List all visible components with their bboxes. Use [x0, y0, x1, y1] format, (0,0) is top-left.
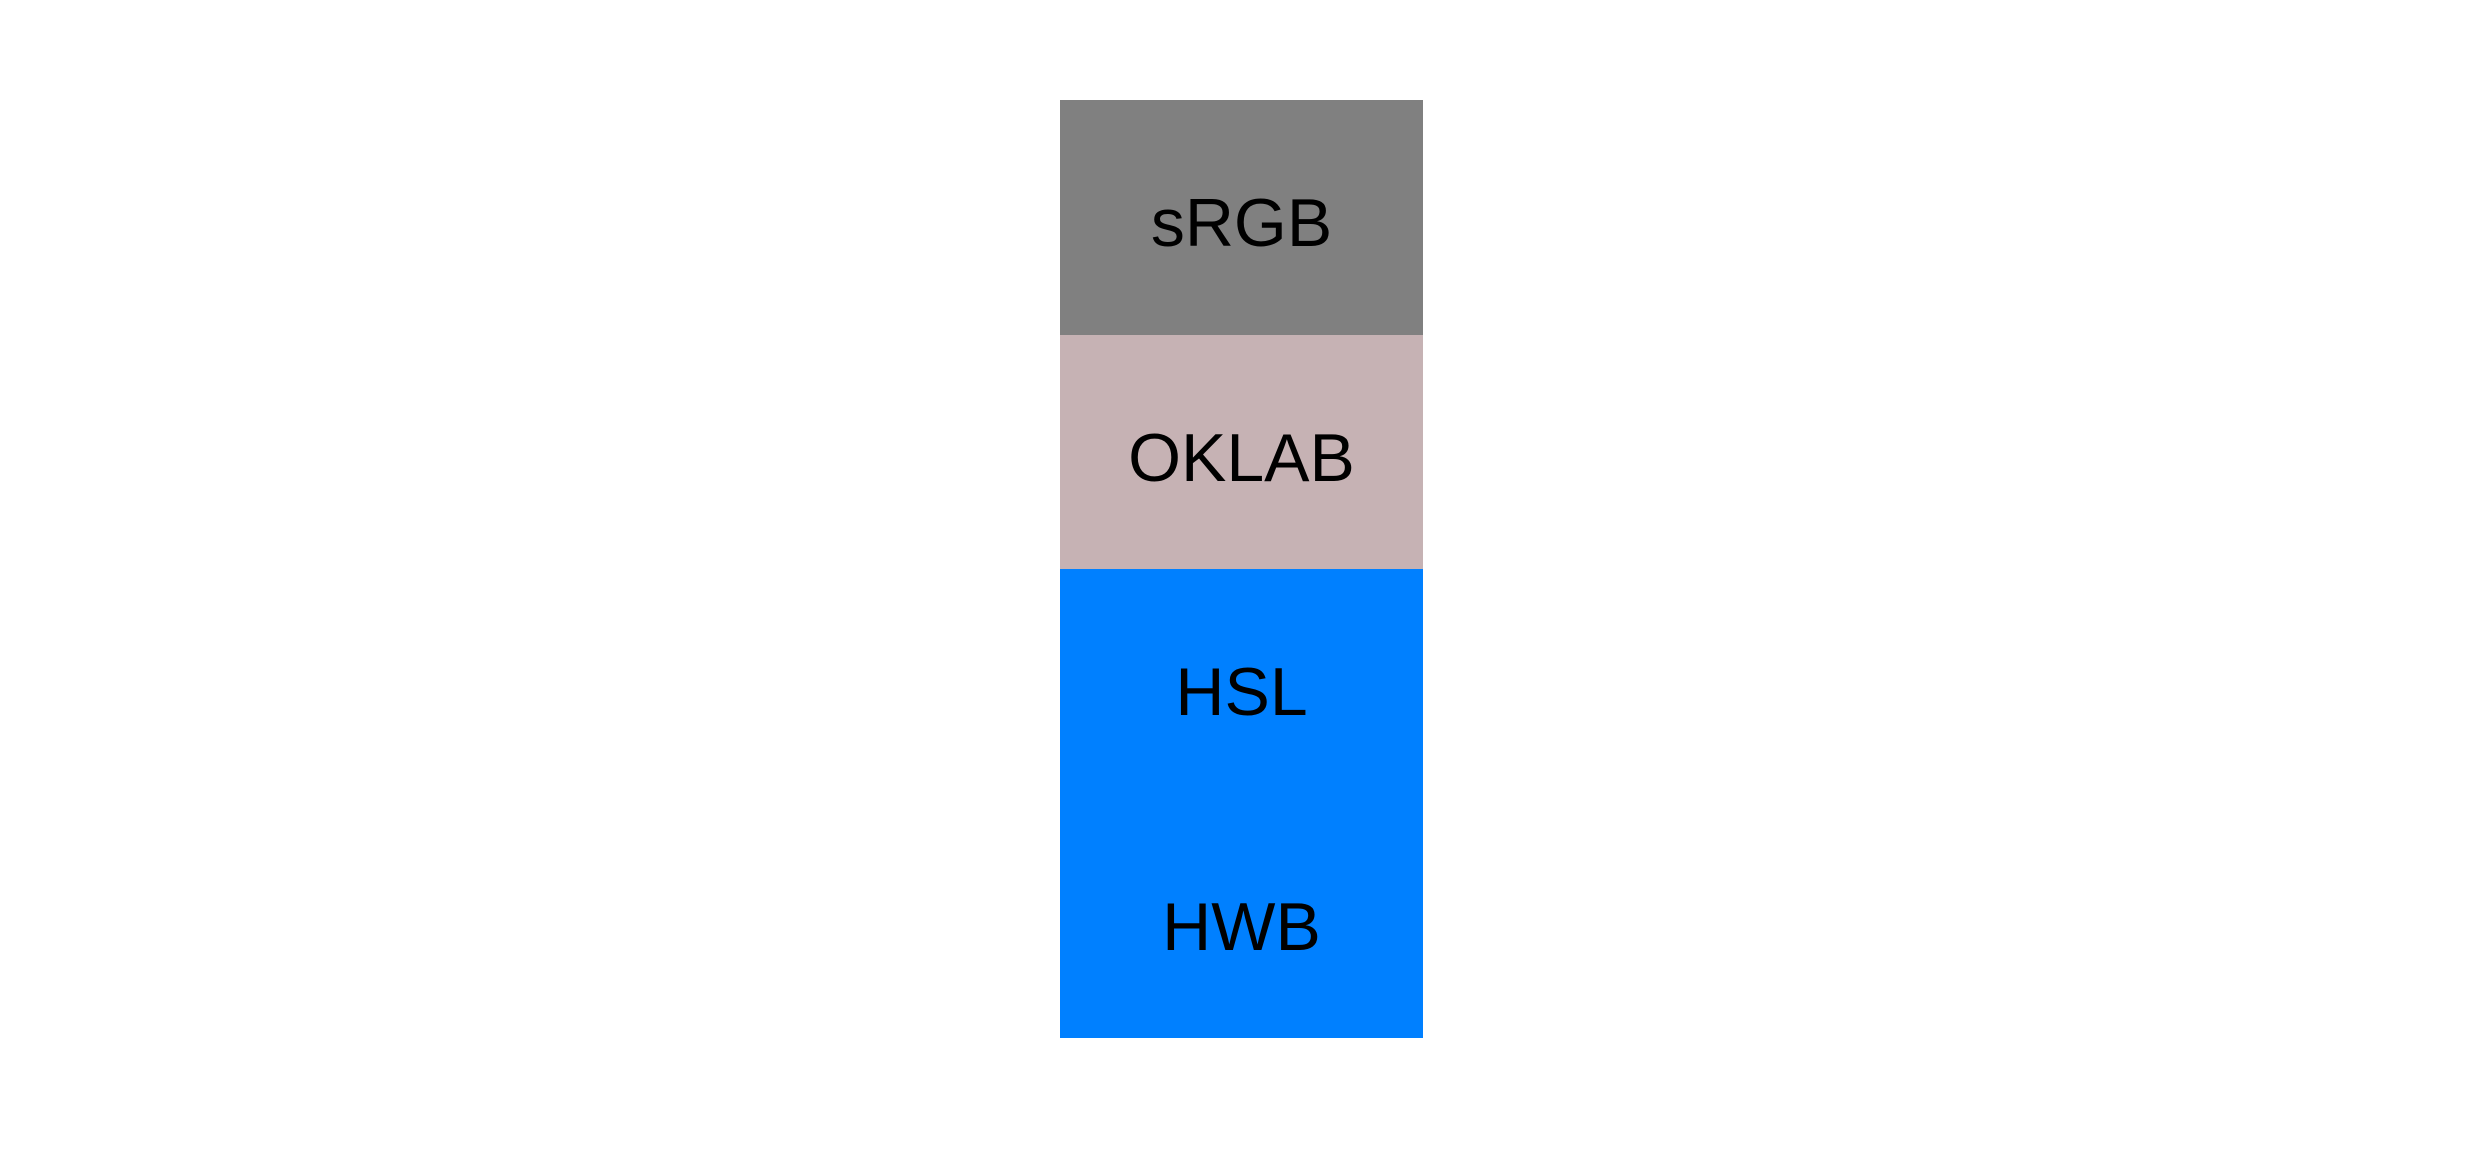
- swatch-hsl[interactable]: HSL: [1060, 569, 1423, 804]
- swatch-label-oklab: OKLAB: [1128, 419, 1355, 496]
- swatch-oklab[interactable]: OKLAB: [1060, 334, 1423, 569]
- swatch-label-hwb: HWB: [1162, 888, 1321, 965]
- swatch-label-srgb: sRGB: [1150, 185, 1333, 262]
- swatch-srgb[interactable]: sRGB: [1060, 100, 1423, 335]
- swatch-label-hsl: HSL: [1175, 654, 1308, 731]
- swatch-hwb[interactable]: HWB: [1060, 803, 1423, 1038]
- color-space-swatch-stack: sRGB OKLAB HSL HWB: [1060, 100, 1423, 1038]
